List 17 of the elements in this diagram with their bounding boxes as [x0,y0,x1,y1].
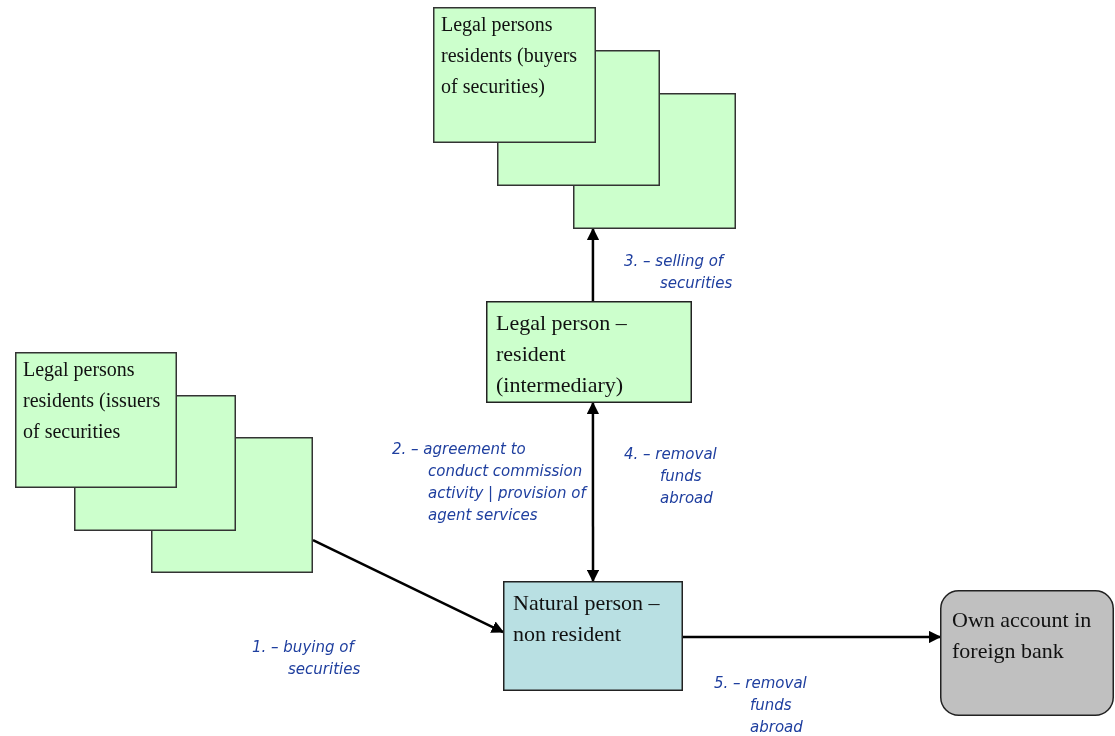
node-label: Legal persons residents (issuers of securities [22,357,162,444]
edge-label: 3. – selling of securities [624,251,734,294]
edge-label: 2. – agreement to conduct commission activity | provision of agent services [392,439,587,526]
edge-label: 1. – buying of securities [252,637,362,680]
node-label: Own account in foreign bank [951,606,1093,665]
document-stack [15,352,313,573]
process-box [486,301,692,403]
arrow [586,401,600,583]
node-label: Natural person – non resident [512,589,661,648]
arrow [586,227,600,301]
node-label: Legal persons residents (buyers of securities) [440,12,579,100]
edge-label: 5. – removal funds abroad [714,673,808,736]
process-box [503,581,683,691]
document-stack [433,7,736,229]
flow-label: 4. – removal funds abroad [624,444,718,509]
node-label: Legal person – resident (intermediary) [495,309,628,399]
rounded-box [940,590,1114,716]
